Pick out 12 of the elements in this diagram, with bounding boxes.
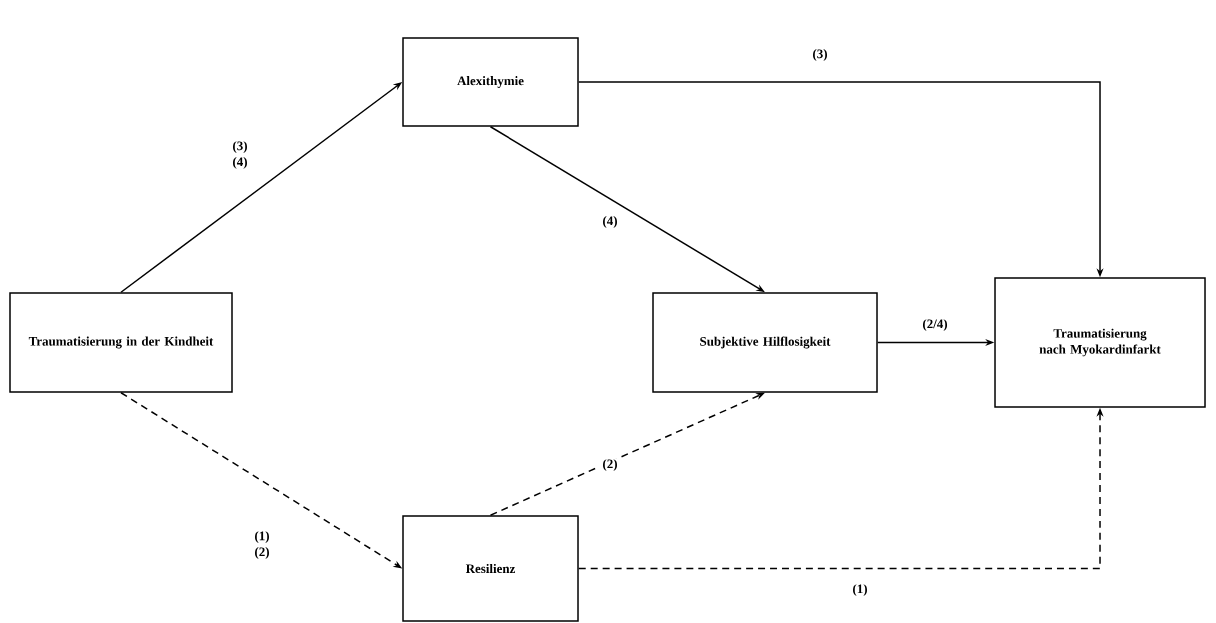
process-box: Traumatisierung nach Myokardinfarkt bbox=[994, 277, 1206, 408]
edge-label: (1) (2) bbox=[248, 530, 276, 560]
edge-label: (1) bbox=[846, 583, 874, 597]
edge-label: (4) bbox=[596, 215, 624, 229]
process-box: Traumatisierung in der Kindheit bbox=[9, 292, 233, 393]
edge-label: (3) bbox=[806, 48, 834, 62]
process-box: Subjektive Hilflosigkeit bbox=[652, 292, 878, 393]
edge-label: (2) bbox=[596, 458, 624, 472]
edge-label: (3) (4) bbox=[226, 140, 254, 170]
process-box: Resilienz bbox=[402, 515, 579, 622]
edge-label: (2/4) bbox=[921, 318, 949, 332]
process-box: Alexithymie bbox=[402, 37, 579, 127]
